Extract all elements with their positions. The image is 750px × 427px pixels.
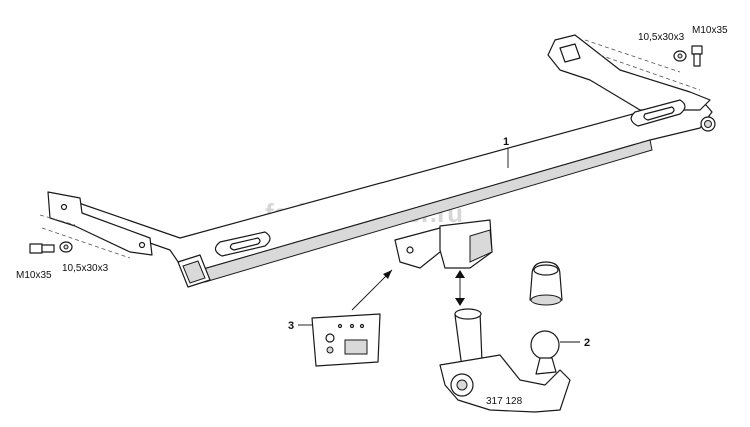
tow-ball-neck — [439, 308, 571, 413]
bolt-left-label: M10x35 — [16, 270, 52, 281]
right-arm — [547, 34, 711, 111]
left-mounting-bracket — [47, 191, 153, 256]
ball-cap — [529, 261, 563, 306]
install-arrow-2 — [455, 270, 465, 306]
bolt-right-icon — [691, 45, 703, 55]
callout-3: 3 — [288, 320, 294, 332]
bolt-right-label: M10x35 — [692, 25, 728, 36]
washer-left-label: 10,5x30x3 — [62, 263, 109, 274]
install-arrow-3 — [351, 269, 393, 311]
right-fasteners — [673, 45, 703, 67]
ball-neck-body — [439, 354, 571, 413]
washer-right-label: 10,5x30x3 — [638, 32, 685, 43]
instruction-plate — [311, 313, 381, 367]
tow-ball — [530, 330, 560, 360]
receiver-plate — [394, 227, 446, 269]
bolt-left-icon — [29, 243, 43, 254]
ball-code-label: 317 128 — [486, 396, 523, 407]
crossbar-beam — [47, 34, 716, 288]
left-fasteners — [29, 241, 73, 254]
callout-1: 1 — [503, 136, 509, 148]
callout-2: 2 — [584, 337, 590, 349]
